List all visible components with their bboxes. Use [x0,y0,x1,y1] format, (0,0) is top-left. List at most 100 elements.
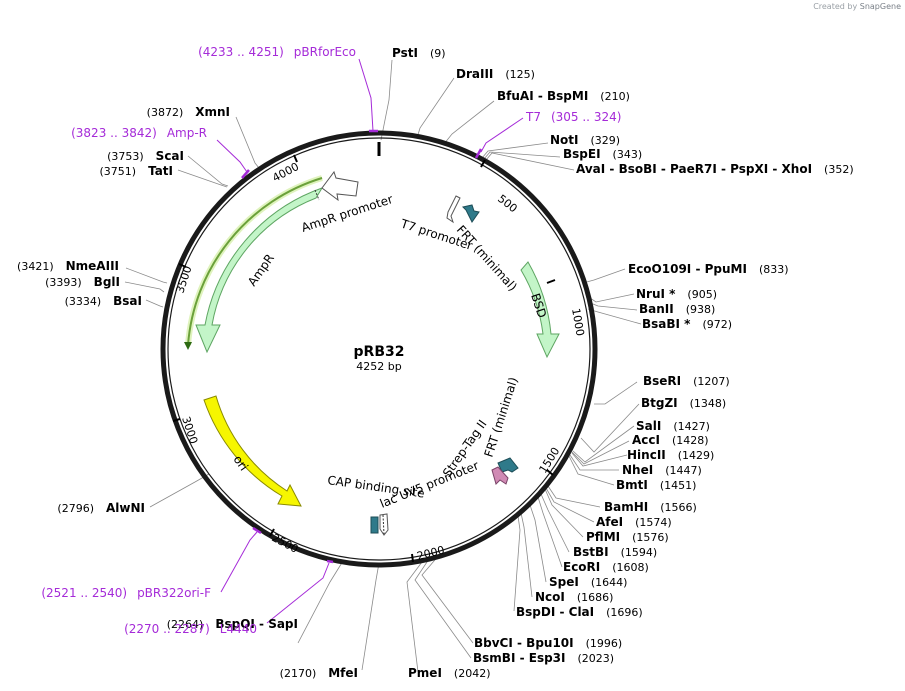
leader-lines [124,59,642,673]
frt-lower-label: FRT (minimal) [482,375,521,458]
ampr-highlight-glow [185,175,323,346]
primer-name: Amp-R [167,126,207,140]
enzyme-label[interactable]: AccI(1428) [632,433,709,447]
enzyme-name: NruI * [636,287,676,301]
enzyme-position: (352) [824,163,854,176]
enzyme-name: BanII [639,302,674,316]
strep-tag-arrow[interactable] [491,466,509,485]
enzyme-name: TatI [148,164,173,178]
primer-label[interactable]: T7(305 .. 324) [525,110,621,124]
t7-promoter-arrow[interactable] [446,195,461,224]
enzyme-label[interactable]: AfeI(1574) [596,515,672,529]
enzyme-label[interactable]: (3872)XmnI [147,105,230,119]
enzyme-position: (210) [600,90,630,103]
enzyme-label[interactable]: BseRI(1207) [643,374,730,388]
cap-binding-box[interactable] [370,516,379,534]
credit-text: Created by [813,2,858,11]
tick-marks [172,154,556,563]
enzyme-label[interactable]: AvaI - BsoBI - PaeR7I - PspXI - XhoI(352… [576,162,854,176]
enzyme-label[interactable]: HincII(1429) [627,448,714,462]
enzyme-name: AfeI [596,515,623,529]
enzyme-label[interactable]: NotI (329) [550,133,620,147]
enzyme-name: BsmBI - Esp3I [473,651,565,665]
enzyme-position: (972) [702,318,732,331]
enzyme-position: (2264) [167,618,204,631]
primer-markers [241,129,483,564]
enzyme-label[interactable]: (3334) BsaI [65,294,142,308]
primer-label[interactable]: (2270 .. 2287)L4440 [124,622,257,636]
bsd-feature-arrow[interactable] [520,261,560,359]
enzyme-label[interactable]: DraIII(125) [456,67,535,81]
plasmid-length: 4252 bp [356,360,401,373]
enzyme-position: (1566) [660,501,697,514]
enzyme-label[interactable]: (2264)BspQI - SapI [167,617,298,631]
enzyme-label[interactable]: SalI(1427) [636,419,710,433]
enzyme-label[interactable]: BstBI(1594) [573,545,657,559]
enzyme-name: EcoO109I - PpuMI [628,262,747,276]
enzyme-name: SpeI [549,575,579,589]
enzyme-name: BsaI [113,294,142,308]
enzyme-label[interactable]: BmtI(1451) [616,478,696,492]
enzyme-position: (1686) [577,591,614,604]
enzyme-label[interactable]: (3393)BglI [45,275,120,289]
enzyme-name: PflMI [586,530,620,544]
enzyme-name: ScaI [156,149,184,163]
primer-label[interactable]: (2521 .. 2540)pBR322ori-F [41,586,211,600]
enzyme-label[interactable]: BtgZI(1348) [641,396,726,410]
enzyme-name: NheI [622,463,653,477]
enzyme-label[interactable]: BanII (938) [639,302,715,316]
enzyme-label[interactable]: (2170)MfeI [280,666,358,680]
enzyme-position: (329) [591,134,621,147]
ori-feature-arrow[interactable] [203,395,302,507]
enzyme-label[interactable]: PflMI (1576) [586,530,669,544]
enzyme-label[interactable]: NheI(1447) [622,463,702,477]
enzyme-label[interactable]: PmeI(2042) [408,666,490,680]
primer-label[interactable]: (3823 .. 3842)Amp-R [71,126,207,140]
enzyme-label[interactable]: BsmBI - Esp3I (2023) [473,651,614,665]
enzyme-name: NotI [550,133,579,147]
ampr-label: AmpR [245,251,277,288]
enzyme-label[interactable]: NruI *(905) [636,287,717,301]
enzyme-position: (3872) [147,106,184,119]
ampr-promoter-arrow[interactable] [321,170,359,202]
primer-range: T7 [525,110,541,124]
enzyme-name: AccI [632,433,660,447]
enzyme-label[interactable]: EcoO109I - PpuMI(833) [628,262,789,276]
enzyme-label[interactable]: (2796)AlwNI [57,501,145,515]
enzyme-name: PmeI [408,666,442,680]
primer-label[interactable]: (4233 .. 4251)pBRforEco [198,45,356,59]
enzyme-position: (1608) [612,561,649,574]
enzyme-name: BseRI [643,374,681,388]
primer-name: L4440 [220,622,257,636]
ampr-promoter-dash [314,189,320,201]
primer-range: (4233 .. 4251) [198,45,284,59]
frt-upper-arrow[interactable] [462,204,480,223]
ampr-feature-arrow[interactable] [195,187,324,354]
snapgene-credit: Created by SnapGene [813,2,901,11]
enzyme-position: (1576) [632,531,669,544]
enzyme-label[interactable]: (3751)TatI [99,164,173,178]
enzyme-label[interactable]: NcoI(1686) [535,590,613,604]
lac-uv5-promoter-arrow[interactable] [379,513,389,536]
enzyme-position: (2023) [577,652,614,665]
enzyme-label[interactable]: (3421)NmeAIII [17,259,119,273]
enzyme-label[interactable]: BspDI - ClaI(1696) [516,605,643,619]
enzyme-label[interactable]: BbvCI - Bpu10I(1996) [474,636,622,650]
enzyme-label[interactable]: BamHI (1566) [604,500,697,514]
enzyme-label[interactable]: EcoRI(1608) [563,560,649,574]
enzyme-label[interactable]: SpeI(1644) [549,575,627,589]
enzyme-name: BglI [94,275,120,289]
enzyme-name: BamHI [604,500,648,514]
enzyme-label[interactable]: (3753)ScaI [107,149,184,163]
enzyme-position: (938) [686,303,716,316]
enzyme-label[interactable]: BfuAI - BspMI(210) [497,89,630,103]
primer-name: pBR322ori-F [137,586,211,600]
plasmid-name: pRB32 [354,344,405,360]
enzyme-label[interactable]: BsaBI *(972) [642,317,732,331]
enzyme-label[interactable]: PstI(9) [392,46,446,60]
enzyme-position: (3334) [65,295,102,308]
enzyme-label[interactable]: BspEI(343) [563,147,642,161]
enzyme-name: BtgZI [641,396,678,410]
